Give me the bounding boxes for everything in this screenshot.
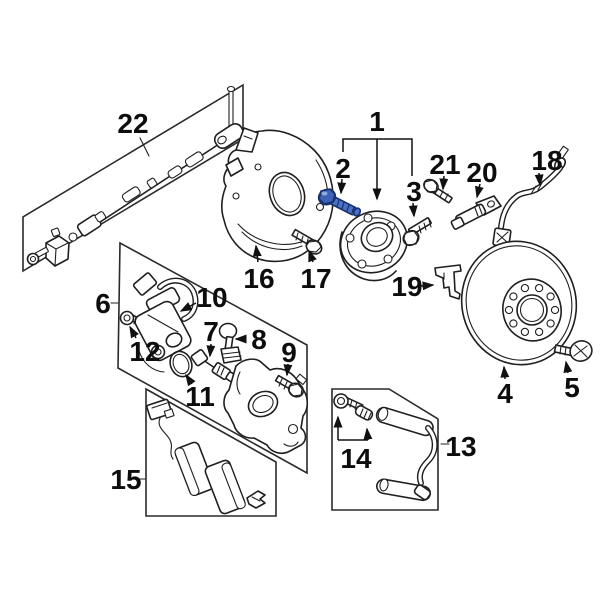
callout-17: 17 — [300, 263, 331, 294]
callout-14: 14 — [340, 443, 372, 474]
callout-20: 20 — [466, 157, 497, 188]
callout-12: 12 — [129, 336, 160, 367]
callout-19: 19 — [391, 271, 422, 302]
callout-22: 22 — [117, 108, 148, 139]
callout-4: 4 — [497, 378, 513, 409]
callout-21: 21 — [429, 149, 460, 180]
callout-1: 1 — [369, 106, 385, 137]
callout-7: 7 — [203, 316, 219, 347]
callout-11: 11 — [185, 381, 215, 412]
highlighted-hub-bolt-group: 2 — [317, 153, 362, 217]
abs-sensor-group: 20 — [450, 157, 502, 230]
callout-10: 10 — [196, 282, 227, 313]
callout-3: 3 — [406, 176, 422, 207]
caliper-assembly-group: 6 10 12 11 7 8 9 — [95, 241, 309, 475]
sensor-bolt-group: 21 — [423, 149, 461, 204]
splash-shield-group: 16 — [221, 127, 334, 294]
callout-13: 13 — [445, 431, 476, 462]
rotor-screw-group: 5 — [553, 340, 593, 403]
callout-6: 6 — [95, 288, 111, 319]
brake-pads-group: 15 — [110, 387, 277, 517]
callout-5: 5 — [564, 372, 580, 403]
callout-18: 18 — [531, 145, 562, 176]
hub-bolt-group: 3 — [402, 176, 432, 247]
callout-9: 9 — [281, 337, 297, 368]
retaining-clip-group: 19 — [391, 264, 462, 302]
shield-bolt-group: 17 — [291, 228, 332, 294]
sensor-wire-group: 22 — [22, 83, 245, 273]
callout-15: 15 — [110, 464, 141, 495]
callout-2: 2 — [335, 153, 351, 184]
wheel-hub-group: 1 — [339, 106, 413, 282]
callout-16: 16 — [243, 263, 274, 294]
caliper-bracket-group: 14 13 — [331, 388, 477, 511]
brake-hose-group: 18 — [492, 145, 569, 248]
brake-rotor-group: 4 — [460, 240, 578, 409]
callout-8: 8 — [251, 324, 267, 355]
